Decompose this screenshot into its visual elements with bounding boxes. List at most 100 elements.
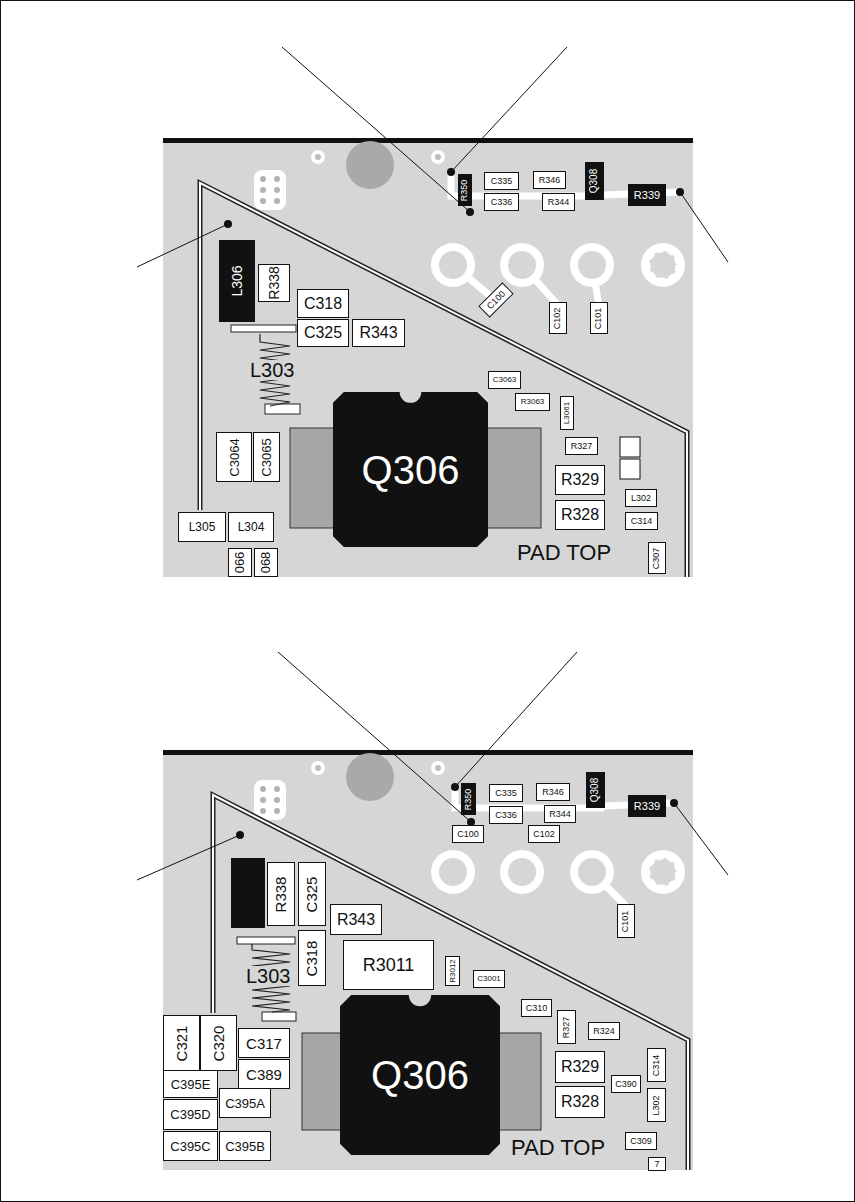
component-box: C318 bbox=[298, 930, 326, 986]
part-designator: C314 bbox=[631, 517, 653, 526]
empty-footprint bbox=[620, 437, 640, 457]
part-designator: C389 bbox=[246, 1067, 282, 1082]
component-box: R343 bbox=[352, 319, 405, 347]
leader-line bbox=[137, 47, 728, 880]
part-designator: R339 bbox=[634, 801, 660, 812]
part-designator: C3065 bbox=[260, 438, 273, 476]
part-designator: C309 bbox=[630, 1137, 652, 1146]
part-designator: R343 bbox=[337, 912, 375, 928]
component-box: C101 bbox=[617, 904, 635, 938]
component-box: 068 bbox=[254, 548, 278, 577]
part-designator: Q308 bbox=[590, 169, 600, 193]
component-box: R3063 bbox=[515, 393, 550, 411]
board-ground bbox=[163, 752, 693, 1170]
part-designator: 7 bbox=[654, 1160, 659, 1169]
transistor-pad bbox=[290, 428, 336, 528]
part-designator: R346 bbox=[542, 788, 564, 797]
part-designator: C310 bbox=[526, 1004, 548, 1013]
component-box: R346 bbox=[536, 783, 570, 801]
component-box: C325 bbox=[297, 319, 349, 347]
part-designator: C317 bbox=[246, 1036, 282, 1051]
via-hole bbox=[435, 765, 441, 771]
component-box: L3061 bbox=[560, 396, 574, 430]
transistor-pad bbox=[485, 428, 541, 528]
part-designator: C336 bbox=[491, 198, 513, 207]
component-box: R327 bbox=[557, 1010, 576, 1044]
part-designator: R344 bbox=[549, 810, 571, 819]
part-designator: R3063 bbox=[521, 398, 545, 406]
part-designator: C395B bbox=[225, 1140, 265, 1153]
empty-footprint bbox=[620, 459, 640, 479]
part-designator: R328 bbox=[561, 1094, 599, 1110]
part-designator: 066 bbox=[233, 552, 246, 574]
component-box: R328 bbox=[555, 1086, 605, 1118]
component-box: Q308 bbox=[585, 162, 604, 200]
through-hole-pads bbox=[431, 243, 685, 287]
component-box: C314 bbox=[625, 512, 658, 530]
component-box: R3012 bbox=[445, 956, 460, 986]
board-edge bbox=[163, 138, 693, 143]
component-box: C318 bbox=[297, 289, 349, 318]
part-designator: R327 bbox=[571, 442, 593, 451]
component-box: C101 bbox=[590, 302, 608, 334]
component-box: L302 bbox=[625, 489, 657, 507]
package-body bbox=[340, 995, 500, 1155]
via-hole bbox=[431, 150, 445, 164]
component-box: C100 bbox=[478, 282, 513, 317]
test-point bbox=[224, 168, 684, 839]
component-box: L302 bbox=[647, 1088, 666, 1122]
part-designator: C100 bbox=[485, 289, 507, 311]
component-box: C395B bbox=[219, 1131, 271, 1161]
part-designator: R324 bbox=[593, 1027, 615, 1036]
part-designator: C336 bbox=[495, 811, 517, 820]
part-designator: C318 bbox=[304, 296, 342, 312]
connector-pins bbox=[260, 786, 280, 814]
component-box: R329 bbox=[555, 1051, 605, 1083]
part-designator: C101 bbox=[595, 307, 604, 329]
component-box: C314 bbox=[647, 1048, 666, 1082]
component-box: Q308 bbox=[586, 772, 605, 808]
mounting-hole bbox=[346, 141, 394, 189]
component-box: C100 bbox=[452, 825, 484, 843]
part-designator: L306 bbox=[230, 265, 244, 296]
component-box: C325 bbox=[298, 862, 326, 926]
component-box: R324 bbox=[588, 1022, 620, 1040]
shield-outline bbox=[213, 795, 688, 1170]
component-box: C395C bbox=[163, 1131, 218, 1161]
via-hole bbox=[431, 761, 445, 775]
board-ground bbox=[163, 140, 693, 577]
part-designator: Q306 bbox=[362, 450, 460, 490]
part-designator: C102 bbox=[533, 830, 555, 839]
part-designator: C100 bbox=[457, 830, 479, 839]
part-designator: L302 bbox=[631, 494, 651, 503]
component-box: C321 bbox=[163, 1015, 200, 1071]
component-box: C336 bbox=[484, 193, 519, 211]
part-designator: L3061 bbox=[563, 402, 571, 424]
component-box: R327 bbox=[565, 437, 598, 455]
component-box: R346 bbox=[533, 171, 566, 189]
part-designator: R350 bbox=[464, 788, 473, 810]
transistor-package: Q306 bbox=[340, 995, 500, 1155]
part-designator: C325 bbox=[305, 876, 320, 912]
component-box: R328 bbox=[555, 500, 605, 530]
component-box: R338 bbox=[258, 264, 290, 302]
part-designator: C395D bbox=[170, 1108, 210, 1121]
part-designator: C395A bbox=[225, 1097, 265, 1110]
component-box: L305 bbox=[178, 512, 226, 542]
part-designator: L305 bbox=[189, 521, 216, 533]
board-label: L303 bbox=[248, 360, 297, 380]
component-box: R343 bbox=[330, 904, 382, 935]
part-designator: R327 bbox=[562, 1016, 571, 1038]
component-box: C3063 bbox=[488, 371, 521, 389]
component-box: R339 bbox=[628, 795, 666, 817]
part-designator: R339 bbox=[634, 190, 660, 201]
part-designator: Q306 bbox=[371, 1055, 469, 1095]
part-designator: R346 bbox=[539, 176, 561, 185]
part-designator: R344 bbox=[548, 198, 570, 207]
component-box: C395A bbox=[219, 1088, 271, 1118]
part-designator: Q308 bbox=[591, 778, 601, 802]
part-designator: R328 bbox=[561, 507, 599, 523]
component-box: C335 bbox=[489, 784, 523, 802]
package-body bbox=[333, 392, 488, 547]
component-box: C395D bbox=[163, 1099, 218, 1130]
